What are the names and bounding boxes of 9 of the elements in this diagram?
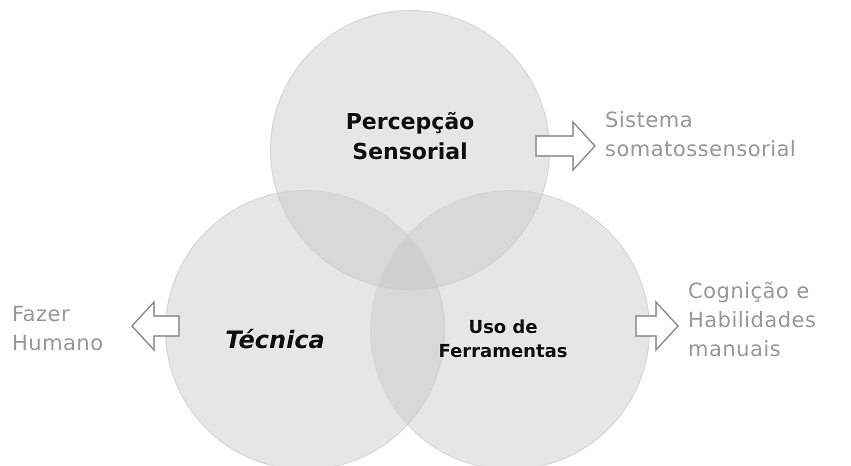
outcome-label: Cognição e Habilidades manuais (688, 277, 848, 364)
block-arrow (635, 300, 680, 352)
circle-label: Técnica (224, 324, 326, 356)
circle-label: Uso de Ferramentas (438, 316, 568, 364)
outcome-label: Sistema somatossensorial (605, 106, 845, 164)
circle-label: Percepção Sensorial (344, 109, 476, 167)
block-arrow (535, 120, 596, 172)
block-arrow (130, 300, 180, 352)
outcome-label: Fazer Humano (12, 300, 130, 358)
